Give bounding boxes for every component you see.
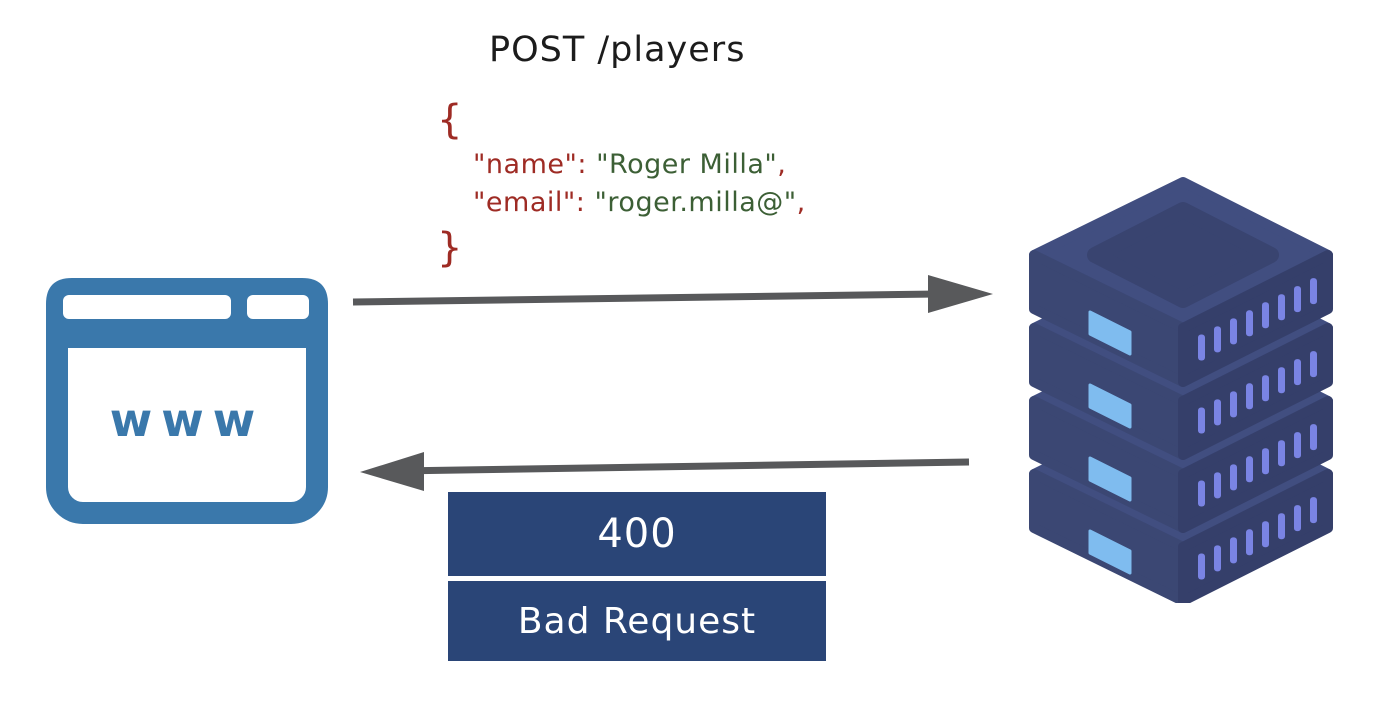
response-status-code: 400 xyxy=(448,492,826,576)
request-body-json: { "name": "Roger Milla", "email": "roger… xyxy=(437,94,806,274)
browser-address-bar xyxy=(63,295,231,319)
json-field-email: "email": "roger.milla@", xyxy=(437,184,806,222)
json-open-brace: { xyxy=(437,97,463,143)
json-close-brace: } xyxy=(437,225,463,271)
response-status-text: Bad Request xyxy=(448,581,826,661)
json-key: "email": xyxy=(473,187,586,218)
request-title: POST /players xyxy=(489,30,746,70)
json-comma: , xyxy=(796,187,806,218)
server-stack-icon xyxy=(1029,177,1333,603)
browser-button xyxy=(247,295,309,319)
json-field-name: "name": "Roger Milla", xyxy=(437,146,806,184)
json-value: "roger.milla@" xyxy=(594,187,797,218)
json-key: "name": xyxy=(473,149,588,180)
json-value: "Roger Milla" xyxy=(596,149,778,180)
request-arrow xyxy=(352,275,993,313)
browser-window-icon: www xyxy=(46,278,328,524)
response-arrow xyxy=(360,452,970,491)
response-status-box: 400 Bad Request xyxy=(448,492,826,661)
json-comma: , xyxy=(777,149,787,180)
www-label: www xyxy=(110,393,265,447)
response-divider xyxy=(448,576,826,581)
